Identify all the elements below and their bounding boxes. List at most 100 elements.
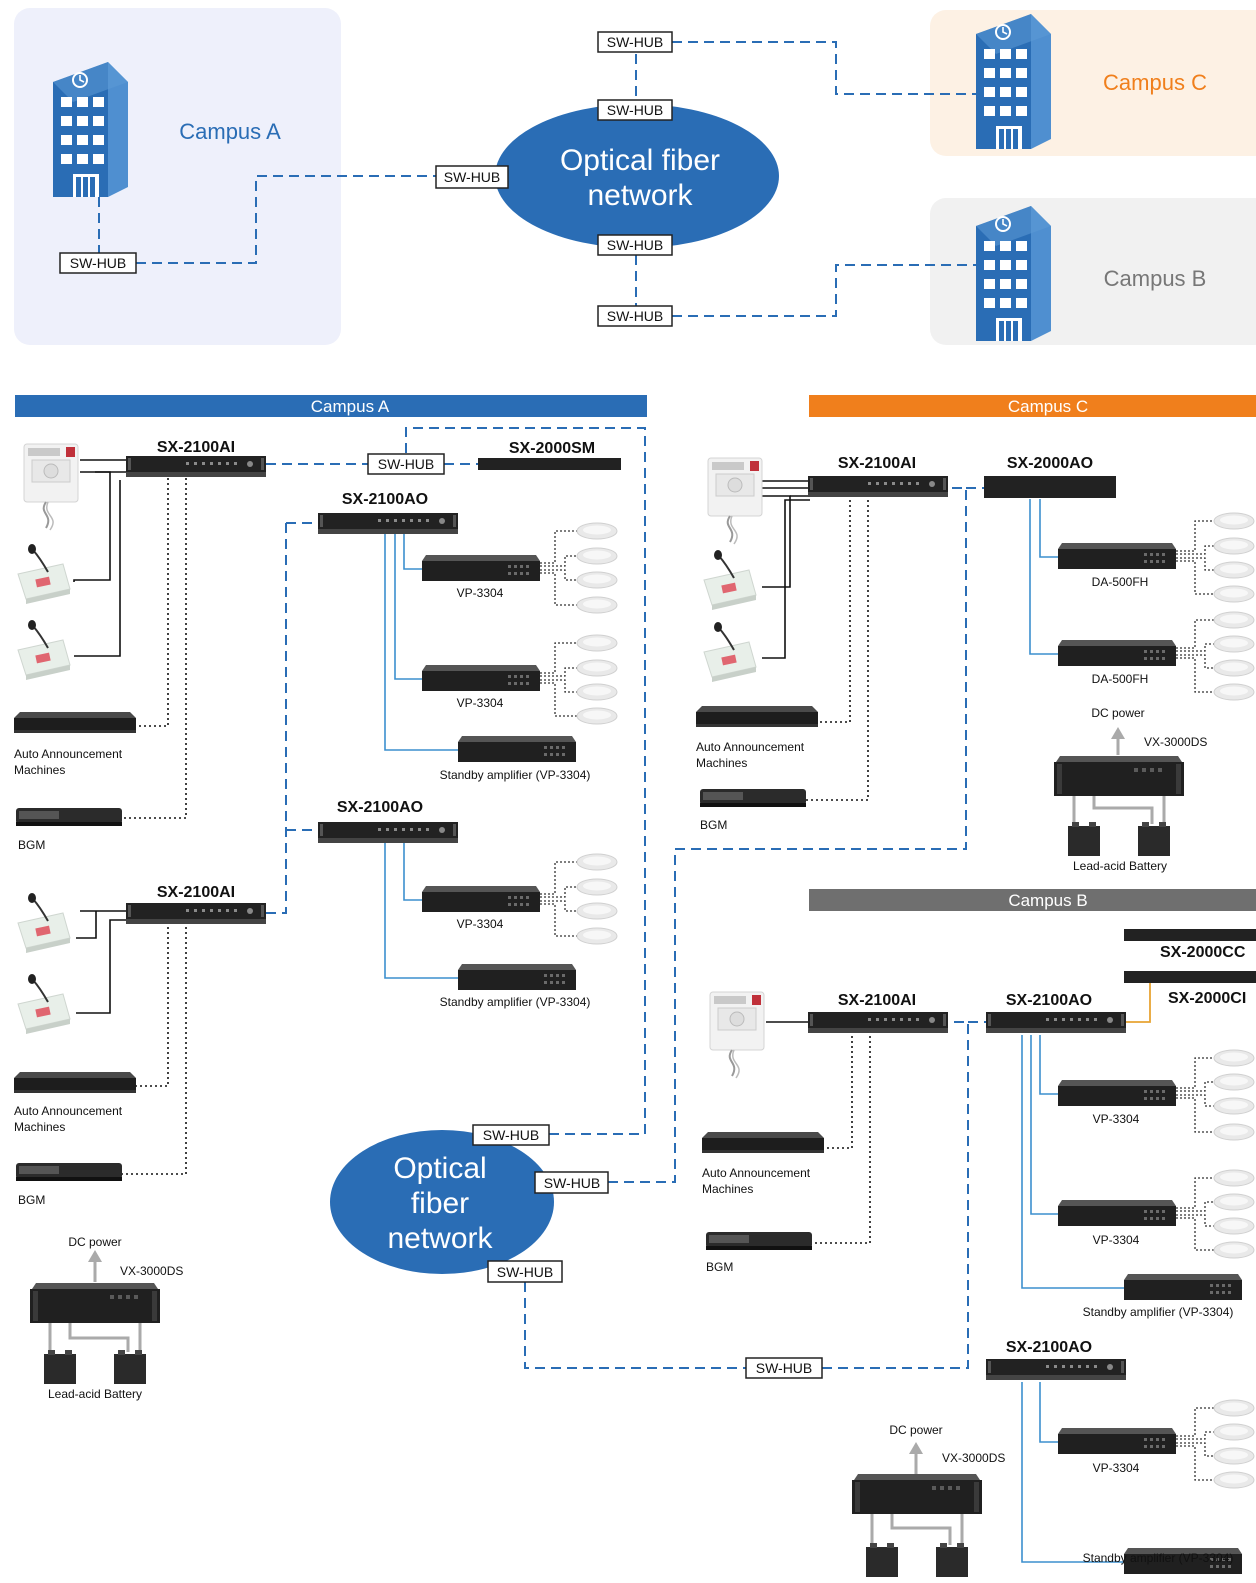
svg-text:SW-HUB: SW-HUB (378, 456, 435, 472)
rack-unit-icon (126, 456, 266, 477)
sx2100ai-label: SX-2100AI (157, 439, 235, 456)
campus-b-title: Campus B (1104, 266, 1207, 291)
dc-power-label: DC power (68, 1235, 121, 1249)
ceiling-speaker-icon (1213, 561, 1255, 579)
campus-c-bar (809, 395, 1256, 417)
svg-text:SW-HUB: SW-HUB (483, 1127, 540, 1143)
lower-network-line1: Optical (393, 1152, 486, 1185)
rack-unit-icon (318, 513, 458, 534)
battery-label: Lead-acid Battery (48, 1387, 142, 1401)
ceiling-speaker-icon (1213, 585, 1255, 603)
amplifier-icon (422, 886, 540, 912)
standby-amp-label: Standby amplifier (VP-3304) (1083, 1551, 1234, 1565)
amplifier-icon (458, 964, 576, 990)
ceiling-speaker-icon (1213, 1049, 1255, 1067)
optical-fiber-network-top (495, 104, 779, 248)
emergency-microphone-icon (23, 443, 79, 531)
power-supply-icon (30, 1283, 160, 1323)
building-icon (975, 205, 1052, 342)
lower-network-line2: fiber (411, 1187, 469, 1220)
sw-hub: SW-HUB (472, 1124, 550, 1146)
ceiling-speaker-icon (1213, 1217, 1255, 1235)
ceiling-speaker-icon (1213, 1097, 1255, 1115)
svg-text:SW-HUB: SW-HUB (444, 169, 501, 185)
sx2100ao-label: SX-2100AO (337, 799, 423, 816)
sx2100ai-label: SX-2100AI (838, 992, 916, 1009)
auto-announcement-machine-icon (696, 706, 818, 727)
ceiling-speaker-icon (1213, 1399, 1255, 1417)
ceiling-speaker-icon (1213, 1193, 1255, 1211)
sx2000cc-label: SX-2000CC (1160, 944, 1246, 961)
overview-links (98, 41, 976, 317)
paging-mic-icon (703, 549, 757, 611)
vp3304-label: VP-3304 (457, 586, 504, 600)
sx2000ci-label: SX-2000CI (1168, 990, 1246, 1007)
sx2100ao-label: SX-2100AO (1006, 992, 1092, 1009)
power-supply-icon (1054, 756, 1184, 796)
svg-text:SW-HUB: SW-HUB (544, 1175, 601, 1191)
ceiling-speaker-icon (1213, 1073, 1255, 1091)
vp3304-label: VP-3304 (457, 696, 504, 710)
amplifier-icon (1058, 1080, 1176, 1106)
ceiling-speaker-icon (1213, 1123, 1255, 1141)
dc-power-label: DC power (889, 1423, 942, 1437)
amplifier-icon (1058, 640, 1176, 666)
sx2000cc-unit (1124, 929, 1256, 941)
auto-announcement-machine-icon (14, 1072, 136, 1093)
svg-text:SW-HUB: SW-HUB (497, 1264, 554, 1280)
vx3000ds-label: VX-3000DS (120, 1264, 183, 1278)
paging-mic-icon (17, 973, 71, 1035)
vp3304-label: VP-3304 (1093, 1112, 1140, 1126)
paging-mic-icon (17, 619, 71, 681)
standby-amp-label: Standby amplifier (VP-3304) (440, 995, 591, 1009)
building-icon (975, 13, 1052, 150)
emergency-microphone-icon (707, 457, 763, 545)
sx2000ci-unit (1124, 971, 1256, 983)
campus-a-bar-title: Campus A (311, 397, 390, 416)
svg-text:SW-HUB: SW-HUB (607, 237, 664, 253)
ceiling-speaker-icon (1213, 1169, 1255, 1187)
auto-ann-label-2: Machines (14, 763, 65, 777)
bgm-player-icon (16, 1163, 122, 1181)
mic-wiring (73, 459, 810, 1023)
ceiling-speaker-icon (576, 547, 618, 565)
bgm-label: BGM (18, 1193, 45, 1207)
ceiling-speaker-icon (576, 683, 618, 701)
speaker-wiring (384, 499, 1124, 1563)
auto-ann-label-1: Auto Announcement (696, 740, 805, 754)
sw-hub: SW-HUB (435, 165, 509, 189)
battery-icon (114, 1350, 146, 1384)
bgm-label: BGM (18, 838, 45, 852)
auto-ann-label-1: Auto Announcement (14, 1104, 123, 1118)
rack-unit-icon (986, 1359, 1126, 1380)
dc-power-label: DC power (1091, 706, 1144, 720)
rack-unit-icon (808, 1012, 948, 1033)
auto-announcement-machine-icon (14, 712, 136, 733)
sw-hub: SW-HUB (597, 31, 673, 53)
campus-b-bar (809, 889, 1256, 911)
auto-ann-label-2: Machines (696, 756, 747, 770)
ceiling-speaker-icon (1213, 683, 1255, 701)
network-title-line2: network (587, 179, 693, 212)
amplifier-icon (1058, 1428, 1176, 1454)
rack-unit-icon (986, 1012, 1126, 1033)
sw-hub: SW-HUB (597, 99, 673, 121)
sw-hub: SW-HUB (597, 305, 673, 327)
amplifier-icon (1058, 1200, 1176, 1226)
amplifier-icon (1124, 1274, 1242, 1300)
campus-a-title: Campus A (179, 119, 281, 144)
campus-b-bar-title: Campus B (1008, 891, 1087, 910)
sw-hub: SW-HUB (59, 252, 137, 274)
bgm-player-icon (700, 789, 806, 807)
ceiling-speaker-icon (1213, 537, 1255, 555)
auto-ann-label-2: Machines (14, 1120, 65, 1134)
bgm-label: BGM (700, 818, 727, 832)
bgm-label: BGM (706, 1260, 733, 1274)
battery-icon (1068, 822, 1100, 856)
rack-unit-icon (318, 822, 458, 843)
amplifier-icon (458, 736, 576, 762)
ceiling-speaker-icon (576, 634, 618, 652)
amplifier-icon (422, 555, 540, 581)
